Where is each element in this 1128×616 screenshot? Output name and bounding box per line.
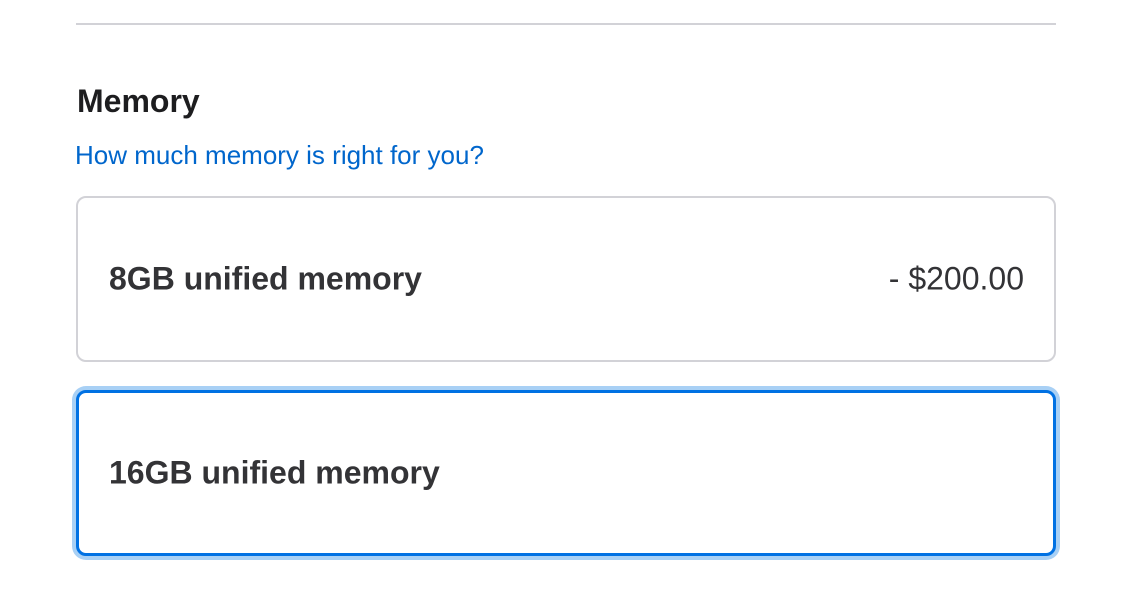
- memory-help-link[interactable]: How much memory is right for you?: [75, 140, 484, 170]
- memory-option-8gb[interactable]: 8GB unified memory - $200.00: [76, 196, 1056, 362]
- option-price: - $200.00: [888, 260, 1024, 297]
- option-label: 16GB unified memory: [109, 454, 440, 491]
- option-label: 8GB unified memory: [109, 260, 422, 297]
- section-divider: [76, 23, 1056, 25]
- memory-option-16gb[interactable]: 16GB unified memory: [76, 390, 1056, 556]
- section-title: Memory: [77, 83, 200, 119]
